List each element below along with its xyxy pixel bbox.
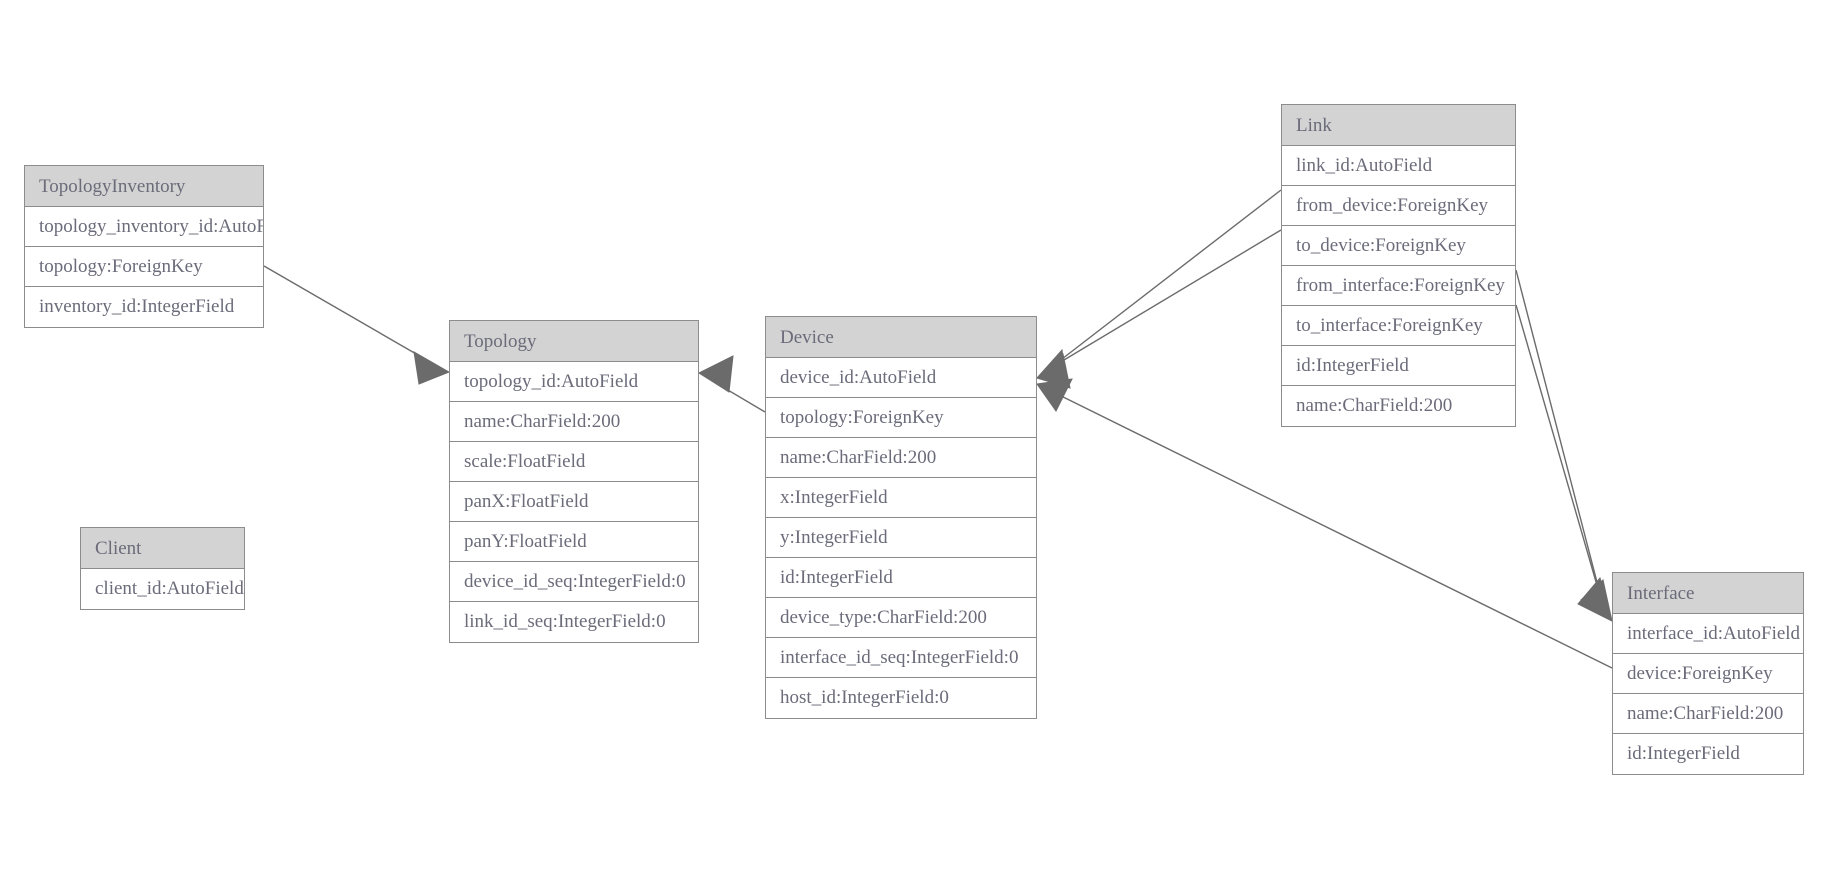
relationship-line bbox=[710, 379, 766, 413]
entity-field[interactable]: topology:ForeignKey bbox=[766, 398, 1036, 438]
entity-field[interactable]: device_type:CharField:200 bbox=[766, 598, 1036, 638]
entity-field[interactable]: id:IntegerField bbox=[1613, 734, 1803, 774]
entity-field[interactable]: link_id_seq:IntegerField:0 bbox=[450, 602, 698, 642]
entity-field[interactable]: host_id:IntegerField:0 bbox=[766, 678, 1036, 718]
rel-device-topology bbox=[697, 355, 766, 413]
entity-field[interactable]: link_id:AutoField bbox=[1282, 146, 1515, 186]
entity-field[interactable]: device:ForeignKey bbox=[1613, 654, 1803, 694]
entity-field[interactable]: interface_id_seq:IntegerField:0 bbox=[766, 638, 1036, 678]
relationship-line bbox=[1048, 389, 1613, 669]
entity-field[interactable]: name:CharField:200 bbox=[1282, 386, 1515, 426]
entity-field[interactable]: panX:FloatField bbox=[450, 482, 698, 522]
relationship-line bbox=[1048, 229, 1282, 370]
entity-header-topology: Topology bbox=[450, 321, 698, 362]
entity-field[interactable]: name:CharField:200 bbox=[450, 402, 698, 442]
entity-field[interactable]: y:IntegerField bbox=[766, 518, 1036, 558]
entity-field[interactable]: name:CharField:200 bbox=[1613, 694, 1803, 734]
entity-field[interactable]: topology:ForeignKey bbox=[25, 247, 263, 287]
entity-field[interactable]: name:CharField:200 bbox=[766, 438, 1036, 478]
rel-link-todevice-device bbox=[1036, 229, 1282, 389]
entity-field[interactable]: id:IntegerField bbox=[766, 558, 1036, 598]
entity-field[interactable]: topology_id:AutoField bbox=[450, 362, 698, 402]
relationship-arrowhead bbox=[413, 351, 451, 385]
entity-field[interactable]: device_id_seq:IntegerField:0 bbox=[450, 562, 698, 602]
relationship-arrowhead bbox=[1577, 576, 1613, 622]
relationship-line bbox=[1048, 189, 1282, 370]
entity-field[interactable]: to_interface:ForeignKey bbox=[1282, 306, 1515, 346]
entity-field[interactable]: to_device:ForeignKey bbox=[1282, 226, 1515, 266]
relationship-arrowhead bbox=[697, 355, 734, 393]
entity-field[interactable]: x:IntegerField bbox=[766, 478, 1036, 518]
relationship-line bbox=[263, 265, 438, 367]
entity-field[interactable]: from_interface:ForeignKey bbox=[1282, 266, 1515, 306]
relationship-line bbox=[1515, 269, 1606, 614]
entity-header-topologyinventory: TopologyInventory bbox=[25, 166, 263, 207]
entity-field[interactable]: device_id:AutoField bbox=[766, 358, 1036, 398]
entity-header-device: Device bbox=[766, 317, 1036, 358]
entity-header-link: Link bbox=[1282, 105, 1515, 146]
rel-topologyinventory-topology bbox=[263, 265, 451, 385]
relationship-arrowhead bbox=[1036, 378, 1073, 412]
relationship-line bbox=[1515, 304, 1606, 614]
rel-link-frominterface-interface bbox=[1515, 269, 1613, 622]
entity-field[interactable]: inventory_id:IntegerField bbox=[25, 287, 263, 327]
entity-field[interactable]: from_device:ForeignKey bbox=[1282, 186, 1515, 226]
rel-link-fromdevice-device bbox=[1036, 189, 1282, 387]
entity-field[interactable]: interface_id:AutoField bbox=[1613, 614, 1803, 654]
entity-header-interface: Interface bbox=[1613, 573, 1803, 614]
entity-field[interactable]: scale:FloatField bbox=[450, 442, 698, 482]
relationship-arrowhead bbox=[1036, 348, 1068, 387]
entity-field[interactable]: id:IntegerField bbox=[1282, 346, 1515, 386]
entity-field[interactable]: panY:FloatField bbox=[450, 522, 698, 562]
relationship-arrowhead bbox=[1580, 579, 1613, 623]
entity-field[interactable]: client_id:AutoField bbox=[81, 569, 244, 609]
entity-header-client: Client bbox=[81, 528, 244, 569]
rel-link-tointerface-interface bbox=[1515, 304, 1613, 623]
entity-field[interactable]: topology_inventory_id:AutoField bbox=[25, 207, 263, 247]
relationship-arrowhead bbox=[1036, 353, 1071, 389]
